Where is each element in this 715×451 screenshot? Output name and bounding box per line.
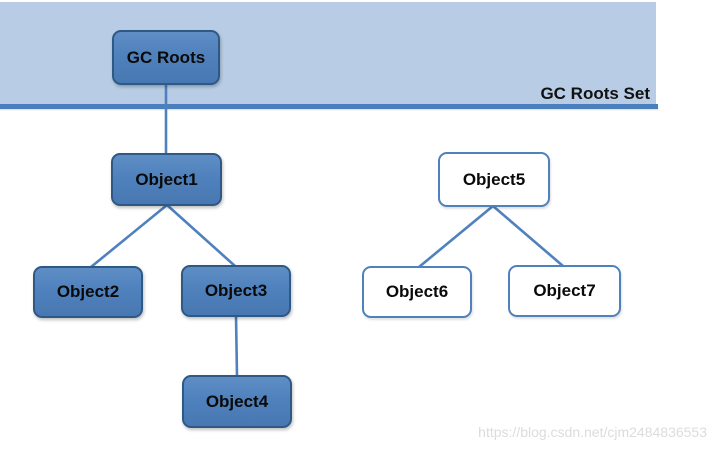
csdn-watermark: https://blog.csdn.net/cjm2484836553 — [478, 424, 707, 440]
node-object2-label: Object2 — [56, 282, 120, 301]
node-object1-label: Object1 — [135, 169, 198, 189]
node-object4-label: Object4 — [205, 391, 269, 411]
gc-roots-set-label: GC Roots Set — [540, 84, 650, 103]
node-object2: Object2 — [33, 266, 143, 318]
node-object5-label: Object5 — [462, 169, 526, 189]
node-gc-roots: GC Roots — [112, 30, 220, 85]
node-gc-roots-label: GC Roots — [126, 47, 206, 67]
edge-object1-object2 — [90, 203, 168, 269]
node-object4: Object4 — [182, 375, 292, 428]
node-object3: Object3 — [181, 265, 291, 317]
node-object7: Object7 — [508, 265, 621, 317]
gc-roots-set-divider-line — [0, 104, 658, 109]
gc-roots-band — [0, 2, 656, 105]
edge-object5-object6 — [418, 204, 494, 269]
node-object6: Object6 — [362, 266, 472, 318]
node-object1: Object1 — [111, 153, 222, 206]
edge-object3-object4 — [234, 315, 239, 377]
node-object6-label: Object6 — [385, 282, 449, 301]
node-object7-label: Object7 — [533, 281, 596, 300]
edge-object5-object7 — [492, 205, 564, 267]
edge-object1-object3 — [166, 204, 236, 267]
node-object3-label: Object3 — [204, 281, 268, 300]
node-object5: Object5 — [438, 152, 550, 207]
